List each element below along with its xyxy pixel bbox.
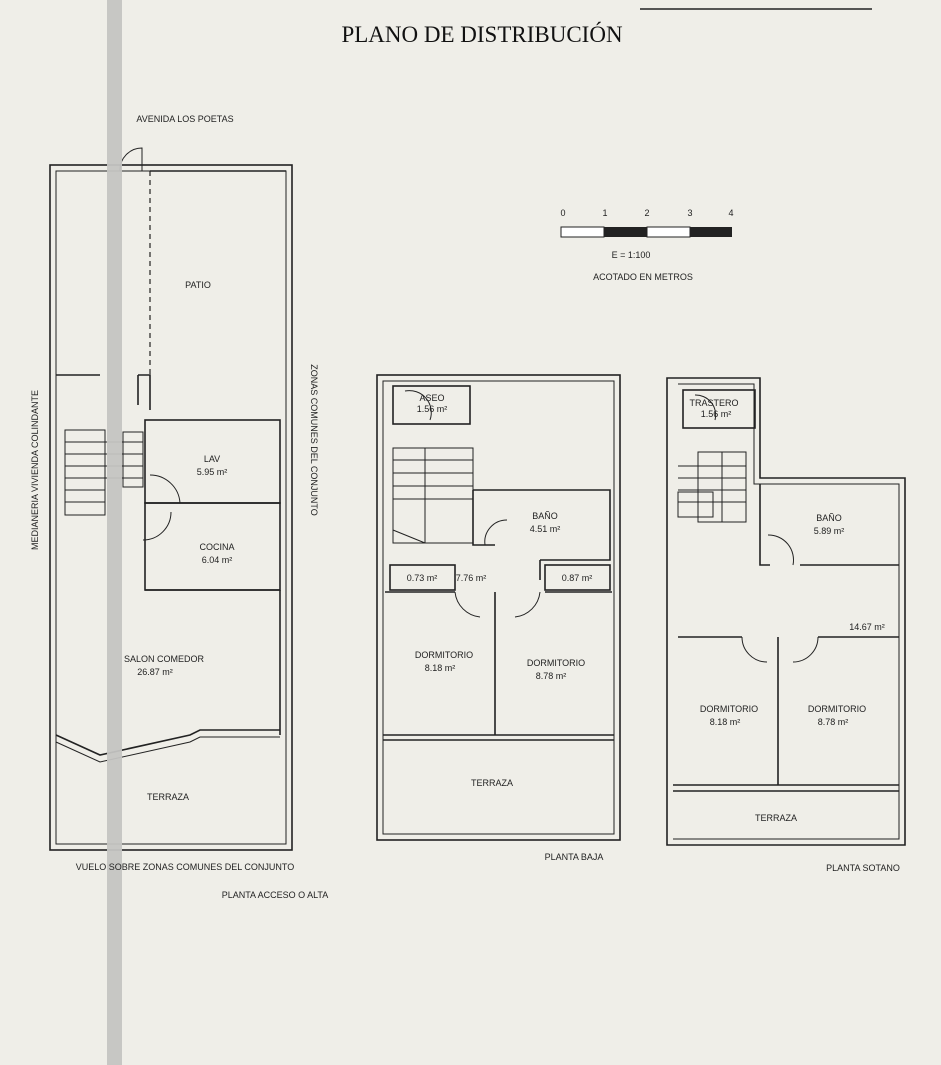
plan-acceso: AVENIDA LOS POETAS MEDIANERIA VIVIENDA C… [30, 114, 328, 900]
room-area: 8.78 m² [818, 717, 849, 727]
room-area: 8.18 m² [425, 663, 456, 673]
room-name: DORMITORIO [527, 658, 585, 668]
room-name: TERRAZA [471, 778, 513, 788]
room-name: COCINA [199, 542, 234, 552]
plan-name: PLANTA SOTANO [826, 863, 900, 873]
scale-bar: 0 1 2 3 4 E = 1:100 ACOTADO EN METROS [560, 208, 733, 282]
plan-baja: ASEO 1.56 m² BAÑO 4.51 m² 0.73 m² 7.76 m… [376, 374, 621, 862]
room-area: 5.95 m² [197, 467, 228, 477]
room-name: TERRAZA [755, 813, 797, 823]
room-area: 6.04 m² [202, 555, 233, 565]
scale-tick: 4 [728, 208, 733, 218]
scale-units: ACOTADO EN METROS [593, 272, 693, 282]
room-area: 14.67 m² [849, 622, 885, 632]
plan-sotano: TRASTERO 1.56 m² BAÑO 5.89 m² 14.67 m² D… [666, 377, 906, 873]
page-title: PLANO DE DISTRIBUCIÓN [341, 21, 623, 47]
left-boundary-label: MEDIANERIA VIVIENDA COLINDANTE [30, 390, 40, 550]
room-area: 8.78 m² [536, 671, 567, 681]
right-boundary-label: ZONAS COMUNES DEL CONJUNTO [309, 364, 319, 516]
scale-tick: 3 [687, 208, 692, 218]
scale-ratio: E = 1:100 [612, 250, 651, 260]
scan-binding-shadow [107, 0, 122, 1065]
room-name: TERRAZA [147, 792, 189, 802]
room-area: 26.87 m² [137, 667, 173, 677]
scale-tick: 1 [602, 208, 607, 218]
room-name: TRASTERO [689, 398, 738, 408]
plan-name: PLANTA BAJA [545, 852, 604, 862]
room-name: LAV [204, 454, 220, 464]
room-area: 1.56 m² [417, 404, 448, 414]
room-name: DORMITORIO [700, 704, 758, 714]
bottom-boundary-label: VUELO SOBRE ZONAS COMUNES DEL CONJUNTO [76, 862, 295, 872]
plan-name: PLANTA ACCESO O ALTA [222, 890, 329, 900]
room-name: DORMITORIO [808, 704, 866, 714]
room-area: 0.73 m² [407, 573, 438, 583]
scale-tick: 2 [644, 208, 649, 218]
room-name: PATIO [185, 280, 211, 290]
street-label: AVENIDA LOS POETAS [136, 114, 233, 124]
room-area: 4.51 m² [530, 524, 561, 534]
room-area: 5.89 m² [814, 526, 845, 536]
room-area: 0.87 m² [562, 573, 593, 583]
scale-tick: 0 [560, 208, 565, 218]
room-name: ASEO [419, 393, 444, 403]
room-name: DORMITORIO [415, 650, 473, 660]
room-name: BAÑO [816, 513, 842, 523]
room-area: 1.56 m² [701, 409, 732, 419]
room-area: 8.18 m² [710, 717, 741, 727]
room-name: BAÑO [532, 511, 558, 521]
room-area: 7.76 m² [456, 573, 487, 583]
room-name: SALON COMEDOR [124, 654, 205, 664]
